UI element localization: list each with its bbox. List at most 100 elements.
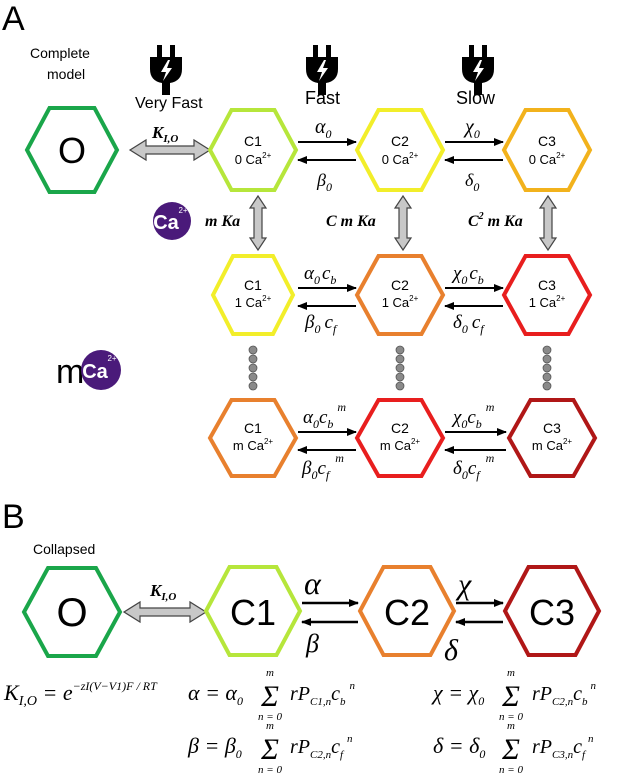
k-io-label: KI,O: [149, 581, 176, 603]
equation-delta: δ = δ0 m Σ n = 0 rPC3,ncfn: [433, 720, 594, 776]
ellipsis-dot: [248, 345, 258, 355]
complete-model-subtitle: model: [47, 66, 85, 82]
ellipsis-dot: [542, 381, 552, 391]
svg-text:Ca: Ca: [82, 361, 108, 383]
ellipsis-dot: [395, 363, 405, 373]
state-open-label: O: [56, 591, 87, 635]
ellipsis-dot: [248, 363, 258, 373]
svg-text:Σ: Σ: [501, 733, 520, 766]
state-open-label: O: [58, 130, 86, 171]
state-label: C2: [391, 133, 409, 149]
svg-text:rPC2,ncbn: rPC2,ncbn: [532, 680, 596, 708]
svg-text:n = 0: n = 0: [499, 764, 523, 776]
state-c3-0ca: C3 0 Ca2+: [501, 108, 593, 192]
state-label: C3: [538, 133, 556, 149]
ellipsis-dot: [395, 381, 405, 391]
rate-beta0-cf-m: β0cfm: [301, 451, 344, 482]
svg-text:n = 0: n = 0: [258, 711, 282, 723]
rate-beta0: β0: [316, 170, 332, 194]
rate-chi: χ: [455, 568, 472, 601]
speed-label-slow: Slow: [456, 88, 496, 108]
power-plug-icon: [150, 45, 182, 95]
calcium-count: 1 Ca2+: [529, 294, 566, 310]
state-open-hexagon: O: [21, 566, 123, 658]
state-label: C1: [230, 592, 276, 633]
rate-delta: δ: [444, 634, 459, 667]
double-arrow-icon: [248, 194, 268, 252]
equation-beta: β = β0 m Σ n = 0 rPC2,ncfn: [187, 720, 353, 776]
calcium-count: m Ca2+: [532, 437, 573, 453]
svg-text:m: m: [266, 720, 274, 732]
complete-model-title: Complete: [30, 45, 90, 61]
double-arrow-icon: [538, 194, 558, 252]
svg-text:m: m: [507, 667, 515, 679]
panel-b-letter: B: [2, 498, 25, 536]
vertical-rate-c2mka: C2 m Ka: [468, 211, 523, 230]
calcium-count: 0 Ca2+: [235, 151, 272, 167]
svg-text:β = β0: β = β0: [187, 733, 242, 761]
svg-text:δ = δ0: δ = δ0: [433, 733, 485, 761]
state-label: C2: [391, 420, 409, 436]
state-open-hexagon: O: [24, 106, 120, 194]
state-c2-mca: C2 m Ca2+: [354, 398, 446, 478]
double-arrow-icon: [393, 194, 413, 252]
svg-text:n = 0: n = 0: [258, 764, 282, 776]
rate-alpha: α: [304, 565, 322, 601]
calcium-ion-icon: Ca 2+: [153, 202, 191, 240]
rate-alpha0-cb-m: α0cbm: [303, 400, 346, 431]
collapsed-model-title: Collapsed: [33, 541, 95, 557]
svg-text:rPC2,ncfn: rPC2,ncfn: [290, 733, 353, 761]
svg-text:Σ: Σ: [260, 733, 279, 766]
svg-text:Ca: Ca: [153, 212, 179, 234]
svg-text:m: m: [507, 720, 515, 732]
speed-label-very-fast: Very Fast: [135, 95, 203, 112]
state-c3-1ca: C3 1 Ca2+: [501, 254, 593, 336]
calcium-count: 1 Ca2+: [382, 294, 419, 310]
state-c1-collapsed: C1: [203, 565, 303, 657]
calcium-count: 0 Ca2+: [382, 151, 419, 167]
ellipsis-dot: [248, 354, 258, 364]
ellipsis-dot: [248, 372, 258, 382]
ellipsis-dots-icon: [248, 345, 258, 391]
rate-alpha0: α0: [315, 116, 332, 141]
calcium-count: 1 Ca2+: [235, 294, 272, 310]
ellipsis-dot: [542, 372, 552, 382]
double-arrow-icon: [122, 600, 208, 624]
svg-text:Σ: Σ: [260, 680, 279, 713]
vertical-rate-mka: m Ka: [205, 213, 240, 230]
calcium-ion-icon: Ca 2+: [81, 350, 121, 390]
svg-text:2+: 2+: [107, 354, 116, 363]
state-c2-collapsed: C2: [357, 565, 457, 657]
state-c1-mca: C1 m Ca2+: [207, 398, 299, 478]
state-label: C3: [543, 420, 561, 436]
equation-kio: KI,O = e−zI(V−V1)F / RT: [3, 679, 158, 709]
rate-beta: β: [305, 629, 319, 658]
state-c1-1ca: C1 1 Ca2+: [210, 254, 296, 336]
state-c2-1ca: C2 1 Ca2+: [354, 254, 446, 336]
ellipsis-dot: [542, 354, 552, 364]
state-c2-0ca: C2 0 Ca2+: [354, 108, 446, 192]
m-prefix: m: [56, 353, 84, 391]
rate-chi0-cb-m: χ0cbm: [451, 400, 495, 431]
svg-text:χ = χ0: χ = χ0: [431, 680, 484, 708]
equation-chi: χ = χ0 m Σ n = 0 rPC2,ncbn: [431, 667, 596, 723]
state-label: C2: [384, 592, 430, 633]
rate-delta0: δ0: [465, 170, 479, 194]
svg-text:rPC3,ncfn: rPC3,ncfn: [532, 733, 594, 761]
state-label: C3: [529, 592, 575, 633]
ellipsis-dot: [542, 363, 552, 373]
state-label: C1: [244, 420, 262, 436]
state-label: C1: [244, 133, 262, 149]
state-label: C1: [244, 277, 262, 293]
svg-text:2+: 2+: [178, 206, 187, 215]
ellipsis-dots-icon: [542, 345, 552, 391]
rate-delta0-cf-m: δ0cfm: [453, 451, 495, 482]
equation-alpha: α = α0 m Σ n = 0 rPC1,ncbn: [188, 667, 355, 723]
calcium-count: 0 Ca2+: [529, 151, 566, 167]
ellipsis-dot: [248, 381, 258, 391]
svg-text:m: m: [266, 667, 274, 679]
